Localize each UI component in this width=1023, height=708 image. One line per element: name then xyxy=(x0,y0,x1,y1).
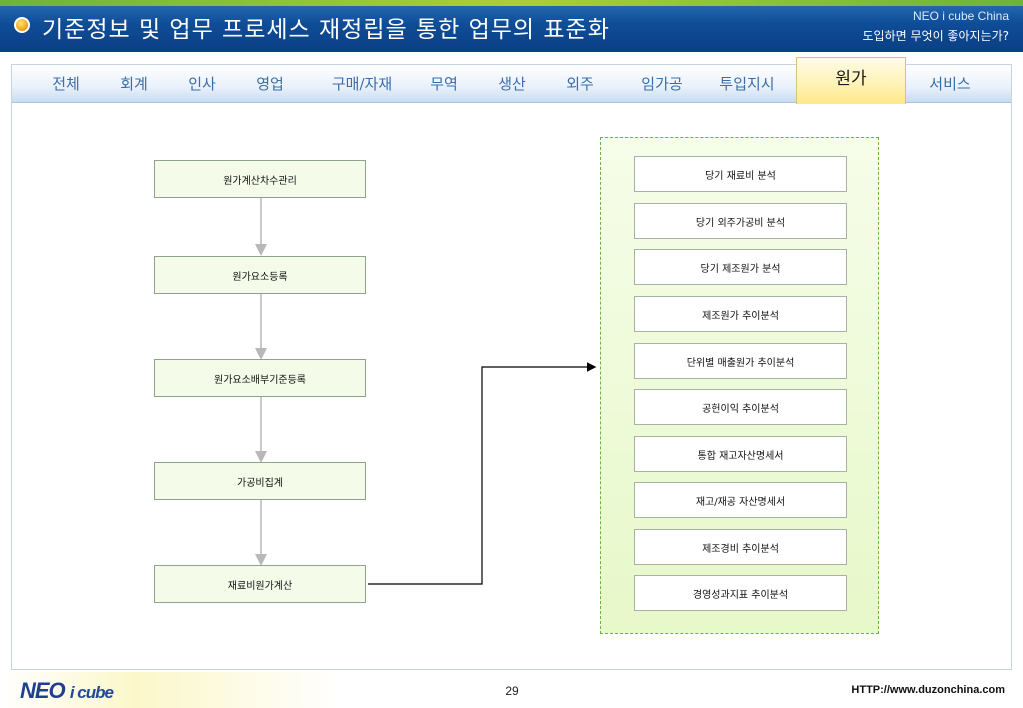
tab-purchasing[interactable]: 구매/자재 xyxy=(331,75,393,93)
flow-step-cost-element[interactable]: 원가요소등록 xyxy=(154,256,366,294)
logo-sub: i cube xyxy=(69,683,114,702)
tagline: 도입하면 무엇이 좋아지는가? xyxy=(862,29,1009,43)
report-manufacturing-cost[interactable]: 당기 제조원가 분석 xyxy=(634,249,847,285)
report-outsourcing-cost[interactable]: 당기 외주가공비 분석 xyxy=(634,203,847,239)
report-overhead-trend[interactable]: 제조경비 추이분석 xyxy=(634,529,847,565)
tab-work-order[interactable]: 투입지시 xyxy=(719,75,775,93)
report-contribution-trend[interactable]: 공헌이익 추이분석 xyxy=(634,389,847,425)
tab-all[interactable]: 전체 xyxy=(52,75,80,93)
report-kpi-trend[interactable]: 경영성과지표 추이분석 xyxy=(634,575,847,611)
report-panel: 당기 재료비 분석 당기 외주가공비 분석 당기 제조원가 분석 제조원가 추이… xyxy=(600,137,879,634)
report-inventory-wip[interactable]: 재고/재공 자산명세서 xyxy=(634,482,847,518)
title-bar: 기준정보 및 업무 프로세스 재정립을 통한 업무의 표준화 NEO i cub… xyxy=(0,0,1023,52)
brand-label: NEO i cube China xyxy=(912,9,1009,23)
flow-step-material-cost[interactable]: 재료비원가계산 xyxy=(154,565,366,603)
page-number: 29 xyxy=(505,684,519,698)
tab-processing[interactable]: 임가공 xyxy=(641,75,683,93)
logo-main: NEO xyxy=(20,678,66,703)
report-integrated-inventory[interactable]: 통합 재고자산명세서 xyxy=(634,436,847,472)
tab-hr[interactable]: 인사 xyxy=(188,75,216,93)
report-material-cost[interactable]: 당기 재료비 분석 xyxy=(634,156,847,192)
page-title: 기준정보 및 업무 프로세스 재정립을 통한 업무의 표준화 xyxy=(42,17,610,43)
tab-sales[interactable]: 영업 xyxy=(256,75,284,93)
footer-swoosh xyxy=(0,672,340,708)
report-manufacturing-trend[interactable]: 제조원가 추이분석 xyxy=(634,296,847,332)
flow-step-allocation-basis[interactable]: 원가요소배부기준등록 xyxy=(154,359,366,397)
report-unit-cogs-trend[interactable]: 단위별 매출원가 추이분석 xyxy=(634,343,847,379)
neo-logo: NEO i cube xyxy=(20,678,114,704)
tab-production[interactable]: 생산 xyxy=(498,75,526,93)
footer-url[interactable]: HTTP://www.duzonchina.com xyxy=(851,684,1005,696)
tab-trade[interactable]: 무역 xyxy=(430,75,458,93)
tab-service[interactable]: 서비스 xyxy=(929,75,971,93)
flow-step-processing-cost[interactable]: 가공비집계 xyxy=(154,462,366,500)
flow-step-cost-period[interactable]: 원가계산차수관리 xyxy=(154,160,366,198)
header-accent-stripe xyxy=(0,0,1023,6)
module-tab-bar: 전체 회계 인사 영업 구매/자재 무역 생산 외주 임가공 투입지시 원가 서… xyxy=(12,57,1011,104)
tab-cost[interactable]: 원가 xyxy=(796,57,906,104)
tab-outsourcing[interactable]: 외주 xyxy=(566,75,594,93)
bullet-icon xyxy=(14,17,30,33)
tab-accounting[interactable]: 회계 xyxy=(120,75,148,93)
